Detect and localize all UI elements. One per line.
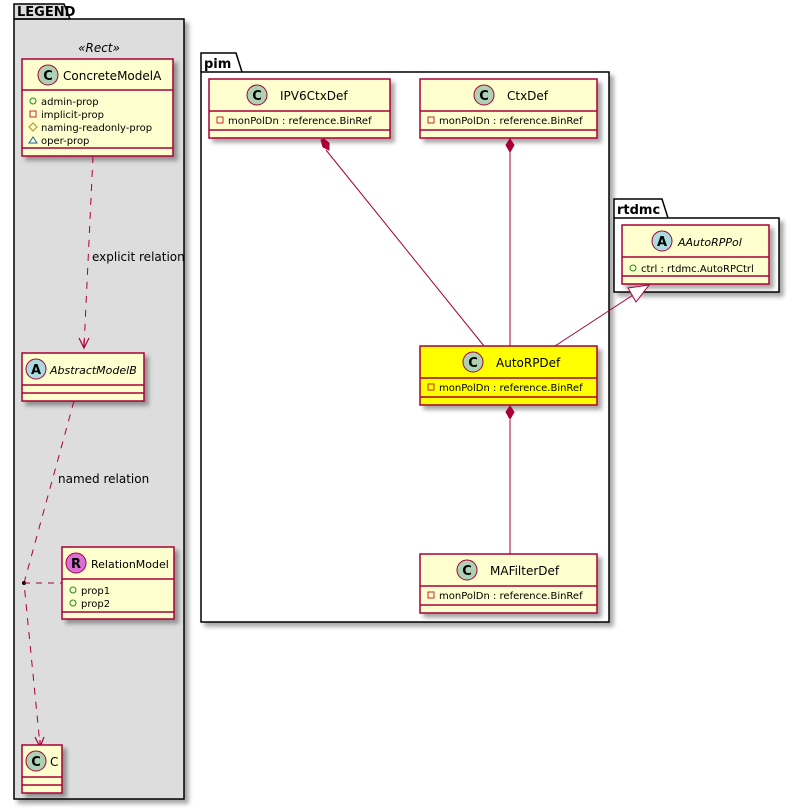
svg-text:oper-prop: oper-prop [41, 136, 89, 147]
attribute-row: oper-prop [28, 136, 89, 147]
composition-diamond-icon [320, 138, 330, 151]
class-a-auto-rp-pol[interactable]: A AAutoRPPol ctrl : rtdmc.AutoRPCtrl [621, 224, 770, 285]
class-name: ConcreteModelA [63, 69, 162, 83]
class-glyph-icon: C [37, 64, 59, 86]
square-icon [427, 591, 435, 599]
attribute-row: monPolDn : reference.BinRef [427, 383, 583, 394]
class-abstract-model-b[interactable]: A AbstractModelB [21, 352, 145, 402]
triangle-icon [28, 136, 38, 144]
relation-label: named relation [58, 472, 149, 486]
circle-icon [629, 264, 637, 272]
class-name: CtxDef [507, 89, 549, 103]
svg-text:prop1: prop1 [81, 586, 110, 597]
svg-text:C: C [462, 564, 472, 579]
inheritance-arrow-icon [627, 284, 651, 303]
svg-text:C: C [43, 69, 53, 84]
svg-text:ctrl : rtdmc.AutoRPCtrl: ctrl : rtdmc.AutoRPCtrl [641, 264, 754, 275]
svg-text:monPolDn : reference.BinRef: monPolDn : reference.BinRef [439, 116, 583, 127]
abstract-glyph-icon: A [25, 358, 47, 380]
svg-text:monPolDn : reference.BinRef: monPolDn : reference.BinRef [439, 383, 583, 394]
class-glyph-icon: C [462, 351, 484, 373]
class-name: IPV6CtxDef [280, 89, 348, 103]
square-icon [216, 116, 224, 124]
package-tab [200, 52, 243, 73]
class-relation-model[interactable]: R RelationModel prop1 prop2 [61, 546, 175, 620]
svg-text:prop2: prop2 [81, 599, 110, 610]
class-ipv6-ctx-def[interactable]: C IPV6CtxDef monPolDn : reference.BinRef [208, 78, 391, 139]
svg-text:monPolDn : reference.BinRef: monPolDn : reference.BinRef [228, 116, 372, 127]
class-ctx-def[interactable]: C CtxDef monPolDn : reference.BinRef [419, 78, 598, 139]
arrow-head-icon [78, 337, 90, 350]
diamond-icon [28, 122, 38, 132]
class-name: C [50, 755, 58, 769]
attribute-row: monPolDn : reference.BinRef [427, 591, 583, 602]
attribute-row: ctrl : rtdmc.AutoRPCtrl [629, 264, 754, 275]
package-stereotype: «Rect» [78, 41, 120, 55]
square-icon [29, 110, 37, 118]
relation-explicit[interactable]: explicit relation [78, 155, 185, 350]
attribute-row: prop1 [69, 586, 110, 597]
attribute-row: admin-prop [29, 97, 99, 108]
svg-text:C: C [252, 89, 262, 104]
circle-icon [29, 97, 37, 105]
class-auto-rp-def[interactable]: C AutoRPDef monPolDn : reference.BinRef [419, 345, 598, 406]
package-tab [613, 198, 669, 219]
attribute-row: naming-readonly-prop [28, 122, 152, 134]
attribute-row: monPolDn : reference.BinRef [216, 116, 372, 127]
circle-icon [69, 599, 77, 607]
class-glyph-icon: C [25, 750, 47, 772]
class-glyph-icon: C [473, 84, 495, 106]
square-icon [427, 116, 435, 124]
class-name: AAutoRPPol [677, 236, 742, 249]
class-name: AbstractModelB [49, 364, 137, 377]
class-ma-filter-def[interactable]: C MAFilterDef monPolDn : reference.BinRe… [419, 553, 598, 614]
class-glyph-icon: C [456, 559, 478, 581]
class-glyph-icon: C [246, 84, 268, 106]
svg-text:admin-prop: admin-prop [41, 97, 99, 108]
relation-ctx-composition[interactable] [505, 138, 515, 346]
package-name: LEGEND [17, 5, 76, 20]
package-tab [13, 3, 71, 20]
attribute-row: monPolDn : reference.BinRef [427, 116, 583, 127]
class-c[interactable]: C C [21, 744, 63, 794]
composition-diamond-icon [505, 138, 515, 154]
relation-glyph-icon: R [65, 552, 87, 574]
svg-text:monPolDn : reference.BinRef: monPolDn : reference.BinRef [439, 591, 583, 602]
relation-mafilter-composition[interactable] [505, 405, 515, 554]
attribute-row: implicit-prop [29, 110, 104, 121]
package-name: rtdmc [617, 203, 660, 218]
svg-text:A: A [31, 363, 41, 378]
svg-text:R: R [71, 557, 81, 572]
package-name: pim [204, 57, 231, 72]
class-name: RelationModel [91, 558, 169, 571]
svg-text:naming-readonly-prop: naming-readonly-prop [41, 123, 152, 134]
svg-text:C: C [31, 755, 41, 770]
svg-text:C: C [479, 89, 489, 104]
svg-text:C: C [468, 356, 478, 371]
relation-generalization[interactable] [554, 284, 651, 347]
relation-label: explicit relation [92, 250, 185, 264]
class-name: AutoRPDef [496, 356, 561, 370]
class-concrete-model-a[interactable]: C ConcreteModelA admin-prop implicit-pro… [21, 58, 174, 157]
abstract-glyph-icon: A [651, 230, 673, 252]
svg-text:implicit-prop: implicit-prop [41, 110, 104, 121]
square-icon [427, 383, 435, 391]
relation-ipv6-composition[interactable] [320, 138, 485, 347]
svg-text:A: A [657, 235, 667, 250]
composition-diamond-icon [505, 405, 515, 421]
circle-icon [69, 586, 77, 594]
class-name: MAFilterDef [490, 564, 560, 578]
attribute-row: prop2 [69, 599, 110, 610]
